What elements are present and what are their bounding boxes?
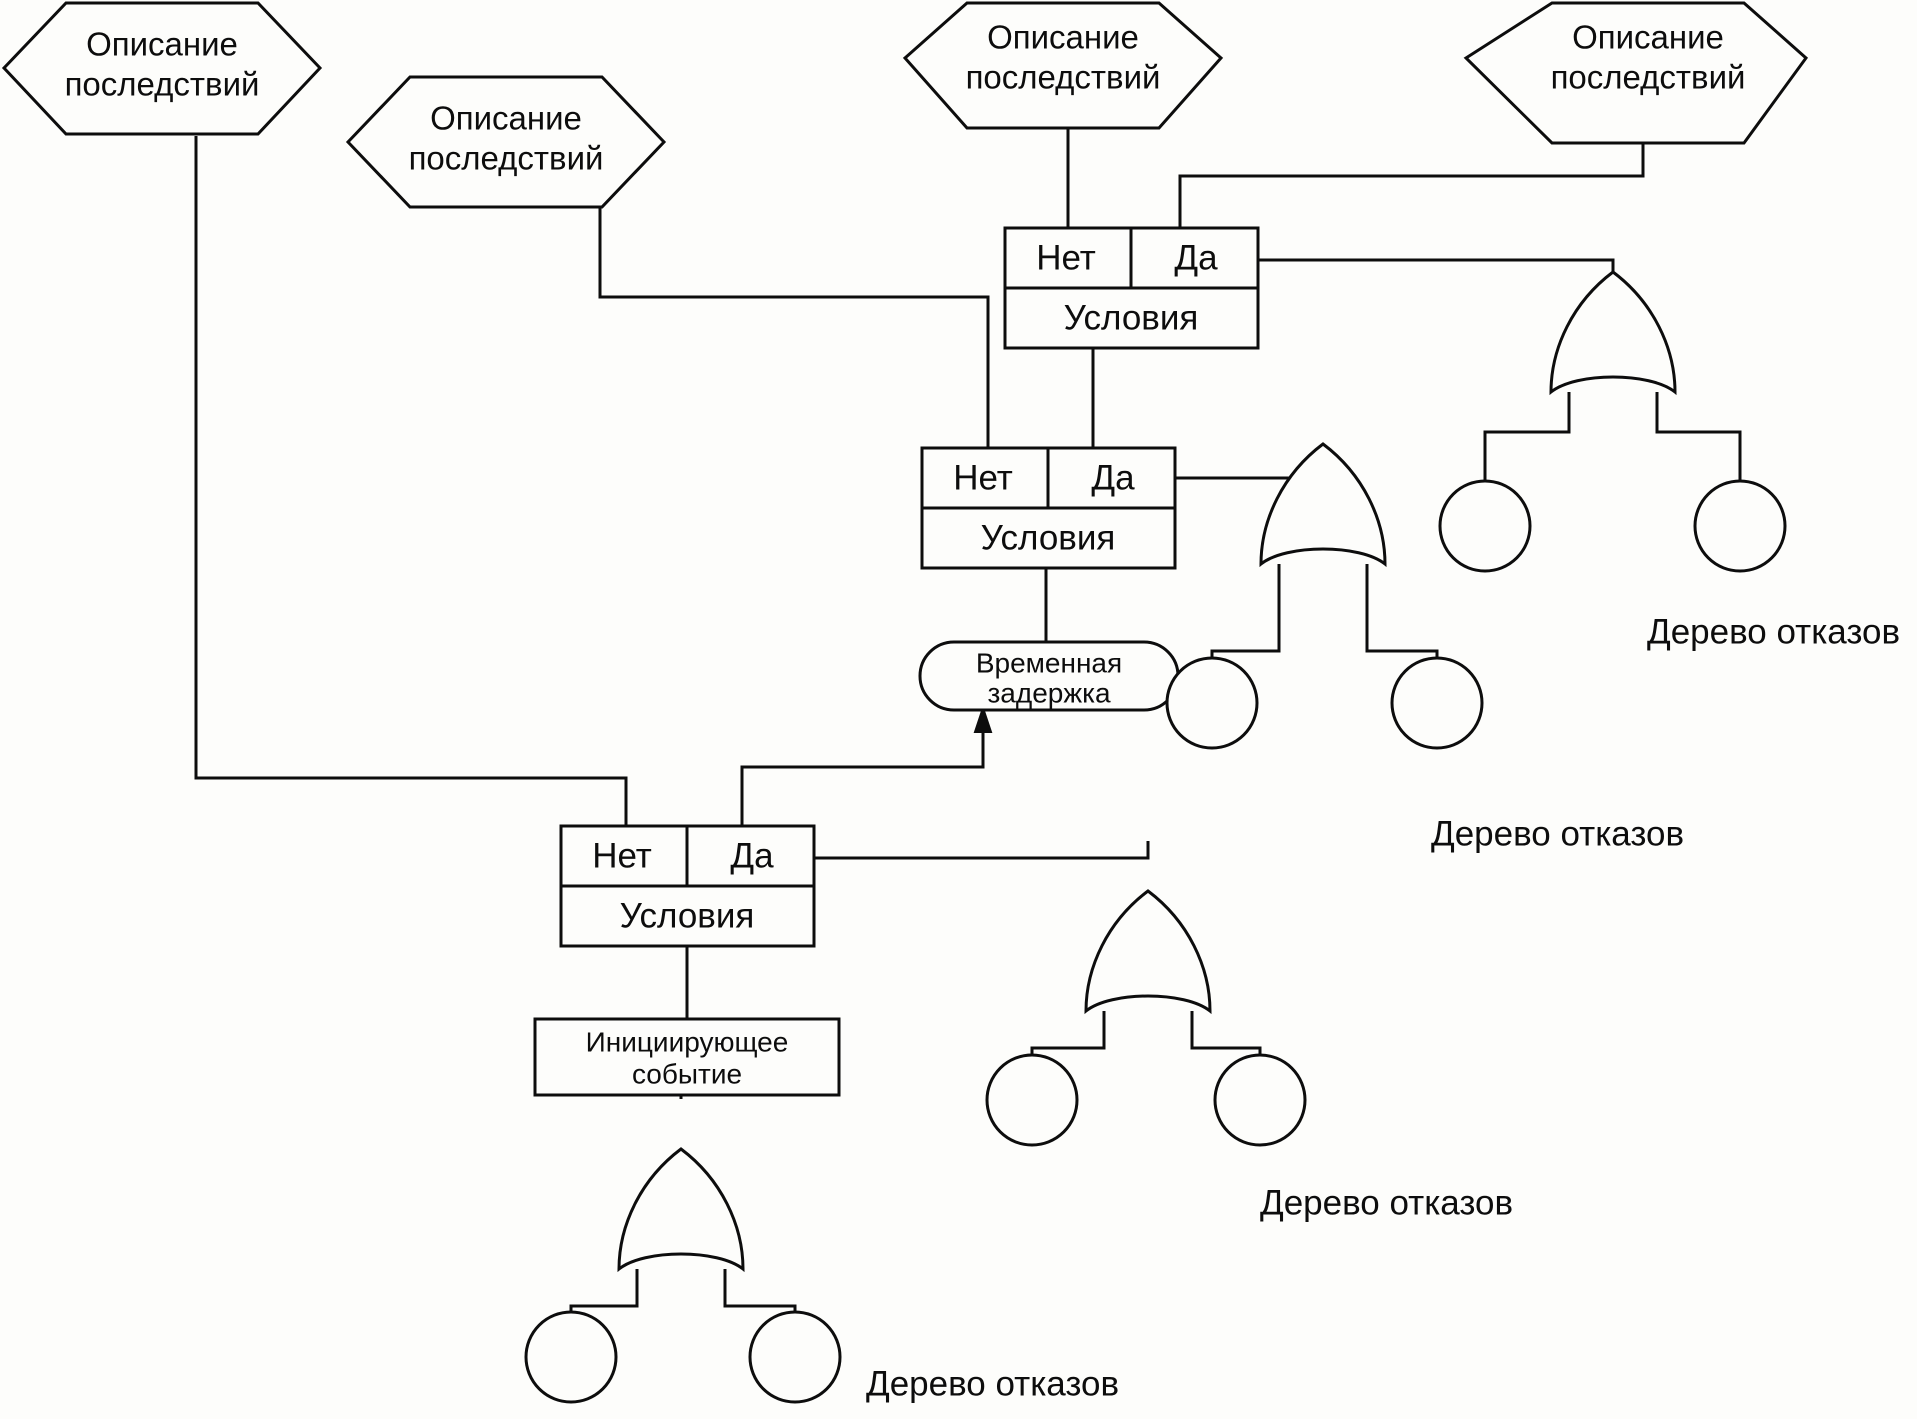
connector-cond-bottom-to-fault-tree-lower-mid xyxy=(814,841,1150,860)
cond-top-conditions-label: Условия xyxy=(1064,298,1199,337)
fault-tree-lower-mid[interactable]: Дерево отказов xyxy=(985,889,1513,1222)
hex-3-label-line1: Описание xyxy=(987,19,1139,56)
time-delay-label-line1: Временная xyxy=(976,647,1122,678)
cond-middle-yes-label: Да xyxy=(1091,458,1135,497)
basic-event-circle xyxy=(1213,1053,1307,1147)
connector-hex2-to-cond-middle xyxy=(598,207,990,448)
cond-bottom[interactable]: Нет Да Условия xyxy=(559,824,816,948)
or-gate-icon xyxy=(1084,889,1212,1015)
hex-1-label-line1: Описание xyxy=(86,26,238,63)
fault-tree-lower-mid-label: Дерево отказов xyxy=(1260,1183,1513,1222)
arrowhead-to-time-delay xyxy=(973,704,993,733)
connector-layer xyxy=(194,128,1645,1099)
fault-tree-top-right-label: Дерево отказов xyxy=(1647,612,1900,651)
fault-tree-middle[interactable]: Дерево отказов xyxy=(1165,442,1684,853)
hexagon-shape xyxy=(902,1,1224,130)
hexagon-shape xyxy=(1,1,323,136)
connector-hex1-to-cond-bottom xyxy=(194,136,628,826)
hexagon-shape xyxy=(345,75,667,209)
hex-2-label-line1: Описание xyxy=(430,100,582,137)
cond-bottom-conditions-label: Условия xyxy=(620,896,755,935)
fault-tree-top-right[interactable]: Дерево отказов xyxy=(1438,270,1900,651)
hex-2-label-line2: последствий xyxy=(409,140,604,177)
initiating-event-label-line1: Инициирующее xyxy=(586,1026,789,1057)
cond-middle-no-label: Нет xyxy=(953,458,1013,497)
fault-tree-middle-label: Дерево отказов xyxy=(1431,814,1684,853)
hex-2[interactable]: Описание последствий xyxy=(345,75,667,209)
hexagon-shape xyxy=(1463,1,1809,145)
condition-node-group: Нет Да Условия Нет Да Условия Нет Да У xyxy=(559,226,1260,948)
hex-1[interactable]: Описание последствий xyxy=(1,1,323,136)
basic-event-circle xyxy=(1438,479,1532,573)
cond-middle[interactable]: Нет Да Условия xyxy=(920,446,1177,570)
cond-top-yes-label: Да xyxy=(1174,238,1218,277)
cond-top[interactable]: Нет Да Условия xyxy=(1003,226,1260,350)
initiating-event-label-line2: событие xyxy=(632,1058,742,1089)
cond-top-no-label: Нет xyxy=(1036,238,1096,277)
time-delay-label-line2: задержка xyxy=(987,677,1110,708)
basic-event-circle xyxy=(748,1310,842,1404)
connector-cond-top-to-fault-tree-top-right xyxy=(1258,258,1615,272)
basic-event-circle xyxy=(1390,656,1484,750)
basic-event-circle xyxy=(985,1053,1079,1147)
fault-tree-middle-branch-lines xyxy=(1210,564,1439,658)
or-gate-icon xyxy=(617,1147,745,1273)
hex-4-label-line2: последствий xyxy=(1551,59,1746,96)
cond-middle-conditions-label: Условия xyxy=(981,518,1116,557)
connector-cond-bottom-to-time-delay xyxy=(740,722,985,826)
connector-hex4-to-cond-top xyxy=(1178,143,1645,228)
fault-tree-bottom-branch-lines xyxy=(569,1269,797,1312)
initiating-event-node[interactable]: Инициирующее событие xyxy=(533,1017,841,1097)
time-delay-node[interactable]: Временная задержка xyxy=(918,640,1180,712)
or-gate-icon xyxy=(1259,442,1387,568)
basic-event-circle xyxy=(1693,479,1787,573)
hex-4[interactable]: Описание последствий xyxy=(1463,1,1809,145)
basic-event-circle xyxy=(1165,656,1259,750)
hex-3-label-line2: последствий xyxy=(966,59,1161,96)
hex-1-label-line2: последствий xyxy=(65,66,260,103)
basic-event-circle xyxy=(524,1310,618,1404)
fault-tree-bottom-label: Дерево отказов xyxy=(866,1364,1119,1403)
fault-tree-lower-mid-branch-lines xyxy=(1030,1011,1262,1055)
fault-tree-bottom[interactable]: Дерево отказов xyxy=(524,1147,1119,1404)
cond-bottom-yes-label: Да xyxy=(730,836,774,875)
or-gate-icon xyxy=(1549,270,1677,396)
initiating-event-shape xyxy=(533,1017,841,1097)
hex-3[interactable]: Описание последствий xyxy=(902,1,1224,130)
fault-tree-top-right-branch-lines xyxy=(1483,392,1742,481)
cond-bottom-no-label: Нет xyxy=(592,836,652,875)
consequence-node-group: Описание последствий Описание последстви… xyxy=(1,1,1809,209)
hex-4-label-line1: Описание xyxy=(1572,19,1724,56)
